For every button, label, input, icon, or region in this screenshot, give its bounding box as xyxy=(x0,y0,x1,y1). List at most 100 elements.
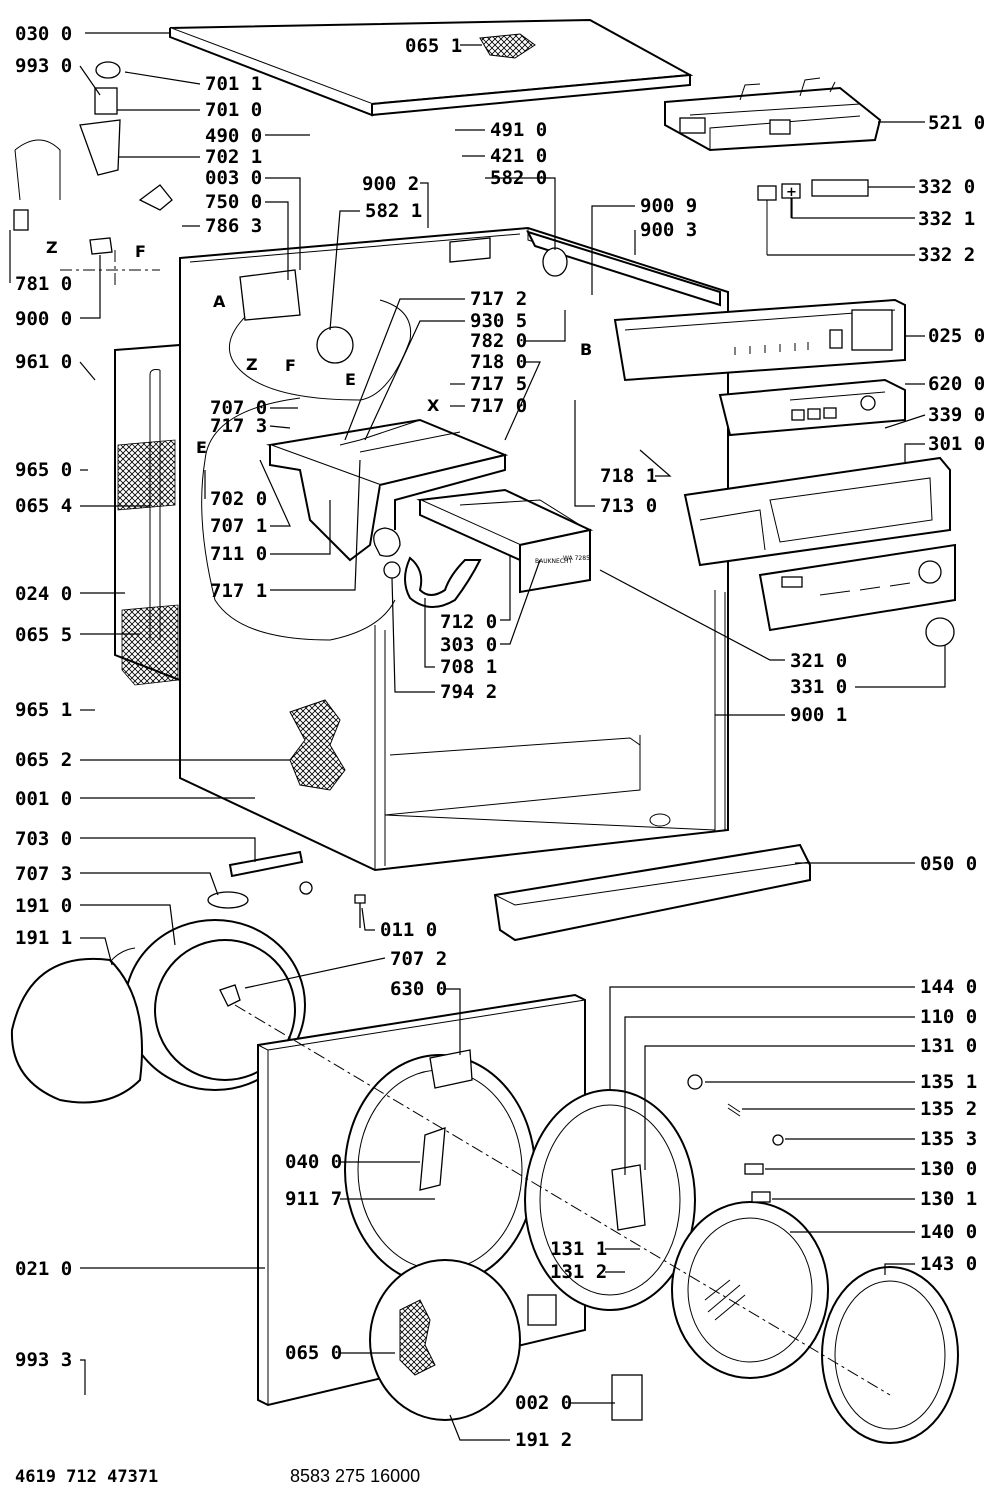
electronic-board xyxy=(718,378,906,437)
part-label-135-2: 135 2 xyxy=(920,1098,977,1120)
part-label-900-1: 900 1 xyxy=(790,704,847,726)
door-ring xyxy=(524,1089,696,1311)
part-label-301-0: 301 0 xyxy=(928,433,985,455)
part-label-786-3: 786 3 xyxy=(205,215,262,237)
part-label-135-3: 135 3 xyxy=(920,1128,977,1150)
leader-191-0 xyxy=(80,904,176,946)
part-label-717-2: 717 2 xyxy=(470,288,527,310)
footer-left: 4619 712 47371 xyxy=(15,1467,158,1487)
leader-143-0 xyxy=(884,1263,915,1275)
plinth xyxy=(493,843,811,942)
leader-750-0 xyxy=(265,201,289,280)
ref-letter-E-mid: E xyxy=(196,438,207,457)
part-label-130-0: 130 0 xyxy=(920,1158,977,1180)
svg-text:+: + xyxy=(786,185,797,200)
dispenser-hoses xyxy=(239,237,568,364)
part-label-911-7: 911 7 xyxy=(285,1188,342,1210)
part-label-065-5: 065 5 xyxy=(15,624,72,646)
leader-332-1 xyxy=(791,198,915,219)
part-label-521-0: 521 0 xyxy=(928,112,985,134)
part-label-131-1: 131 1 xyxy=(550,1238,607,1260)
leader-713-0 xyxy=(574,400,595,507)
part-label-717-5: 717 5 xyxy=(470,373,527,395)
part-label-332-0: 332 0 xyxy=(918,176,975,198)
fascia xyxy=(683,456,951,567)
part-label-191-2: 191 2 xyxy=(515,1429,572,1451)
part-label-630-0: 630 0 xyxy=(390,978,447,1000)
part-label-002-0: 002 0 xyxy=(515,1392,572,1414)
top-lid xyxy=(169,18,694,117)
leader-131-0 xyxy=(644,1045,915,1170)
part-label-024-0: 024 0 xyxy=(15,583,72,605)
part-label-110-0: 110 0 xyxy=(920,1006,977,1028)
part-label-782-0: 782 0 xyxy=(470,330,527,352)
ref-letter-Z-left: Z xyxy=(46,238,58,257)
svg-text:BAUKNECHT: BAUKNECHT xyxy=(535,558,573,565)
part-label-065-0: 065 0 xyxy=(285,1342,342,1364)
part-label-707-0: 707 0 xyxy=(210,397,267,419)
leader-712-0 xyxy=(500,555,511,621)
leader-321-0 xyxy=(599,569,785,661)
leader-582-0 xyxy=(485,177,556,250)
front-control-panel xyxy=(758,543,956,647)
buttons-332: + xyxy=(757,179,869,255)
part-label-781-0: 781 0 xyxy=(15,273,72,295)
ref-letter-E-top: E xyxy=(345,370,356,389)
part-label-191-1: 191 1 xyxy=(15,927,72,949)
ring xyxy=(383,561,401,579)
part-label-191-0: 191 0 xyxy=(15,895,72,917)
leader-003-0 xyxy=(265,177,301,270)
svg-text:WA 7285: WA 7285 xyxy=(563,555,590,562)
leader-711-0 xyxy=(270,500,331,555)
part-label-303-0: 303 0 xyxy=(440,634,497,656)
part-label-003-0: 003 0 xyxy=(205,167,262,189)
part-label-713-0: 713 0 xyxy=(600,495,657,517)
leader-701-1 xyxy=(124,71,201,85)
program-unit xyxy=(664,77,882,152)
leader-144-0 xyxy=(609,986,915,1090)
screw xyxy=(354,894,366,928)
leader-582-1 xyxy=(329,210,360,331)
part-label-900-0: 900 0 xyxy=(15,308,72,330)
part-label-718-0: 718 0 xyxy=(470,351,527,373)
leader-339-0 xyxy=(884,414,926,429)
leader-900-9 xyxy=(591,205,635,295)
part-label-717-3: 717 3 xyxy=(210,415,267,437)
part-label-900-2: 900 2 xyxy=(362,173,419,195)
ref-letter-X: X xyxy=(427,396,440,415)
part-label-712-0: 712 0 xyxy=(440,611,497,633)
part-label-582-0: 582 0 xyxy=(490,167,547,189)
leader-011-0 xyxy=(361,907,375,931)
ref-letter-F-top: F xyxy=(285,356,296,375)
leader-961-0 xyxy=(79,361,96,381)
part-label-143-0: 143 0 xyxy=(920,1253,977,1275)
tube xyxy=(228,850,304,878)
leader-707-3 xyxy=(80,872,219,896)
part-label-131-0: 131 0 xyxy=(920,1035,977,1057)
leader-794-2 xyxy=(391,577,435,693)
leader-191-2 xyxy=(449,1414,510,1441)
ref-letter-F-left: F xyxy=(135,242,146,261)
leader-301-0 xyxy=(904,443,925,462)
leader-331-0 xyxy=(855,645,946,688)
hinge-plate xyxy=(611,1374,643,1421)
leader-900-0 xyxy=(80,255,101,319)
part-label-750-0: 750 0 xyxy=(205,191,262,213)
leader-303-0 xyxy=(500,559,541,645)
part-label-930-5: 930 5 xyxy=(470,310,527,332)
part-label-050-0: 050 0 xyxy=(920,853,977,875)
ref-letter-Z-top: Z xyxy=(246,355,258,374)
drain-hose xyxy=(404,556,482,608)
part-label-421-0: 421 0 xyxy=(490,145,547,167)
part-label-900-9: 900 9 xyxy=(640,195,697,217)
part-label-900-3: 900 3 xyxy=(640,219,697,241)
leader-lines xyxy=(9,32,946,1441)
part-label-491-0: 491 0 xyxy=(490,119,547,141)
leader-717-3 xyxy=(269,425,291,429)
detail-outline xyxy=(229,299,412,401)
leader-718-1 xyxy=(639,449,672,477)
door-glass xyxy=(671,1201,829,1379)
part-label-717-1: 717 1 xyxy=(210,580,267,602)
